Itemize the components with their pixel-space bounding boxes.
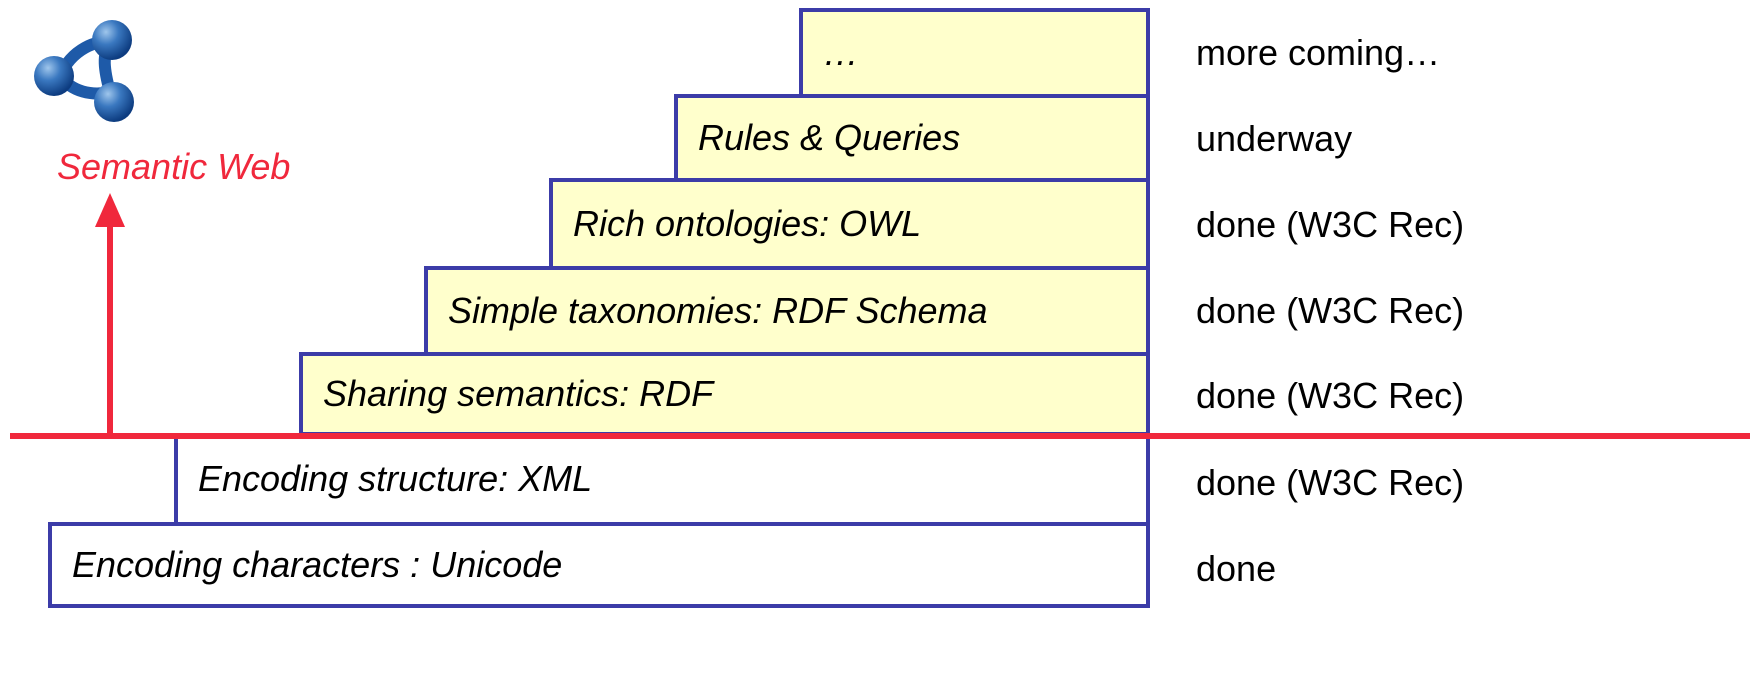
layer-box-xml: Encoding structure: XML (174, 436, 1150, 526)
layer-label-rdf: Sharing semantics: RDF (323, 373, 714, 414)
status-more: more coming… (1196, 32, 1441, 73)
semantic-web-baseline (10, 433, 1750, 439)
status-rdf: done (W3C Rec) (1196, 375, 1465, 416)
layer-box-owl: Rich ontologies: OWL (549, 178, 1150, 270)
layer-label-rules-queries: Rules & Queries (698, 117, 961, 158)
status-rules-queries: underway (1196, 118, 1353, 159)
status-owl: done (W3C Rec) (1196, 204, 1465, 245)
layer-label-xml: Encoding structure: XML (198, 458, 593, 499)
status-rdf-schema: done (W3C Rec) (1196, 290, 1465, 331)
semantic-web-arrow (95, 193, 125, 439)
status-xml: done (W3C Rec) (1196, 462, 1465, 503)
layer-box-unicode: Encoding characters : Unicode (48, 522, 1150, 608)
semantic-web-logo-icon (34, 20, 134, 122)
layer-box-rdf: Sharing semantics: RDF (299, 352, 1150, 436)
layer-box-more: … (799, 8, 1150, 98)
layer-label-owl: Rich ontologies: OWL (573, 203, 922, 244)
layer-label-more: … (823, 32, 859, 73)
semantic-web-label: Semantic Web (57, 146, 291, 187)
layer-box-rdf-schema: Simple taxonomies: RDF Schema (424, 266, 1150, 356)
status-unicode: done (1196, 548, 1277, 589)
layer-label-unicode: Encoding characters : Unicode (72, 544, 563, 585)
layer-box-rules-queries: Rules & Queries (674, 94, 1150, 182)
layer-label-rdf-schema: Simple taxonomies: RDF Schema (448, 290, 988, 331)
